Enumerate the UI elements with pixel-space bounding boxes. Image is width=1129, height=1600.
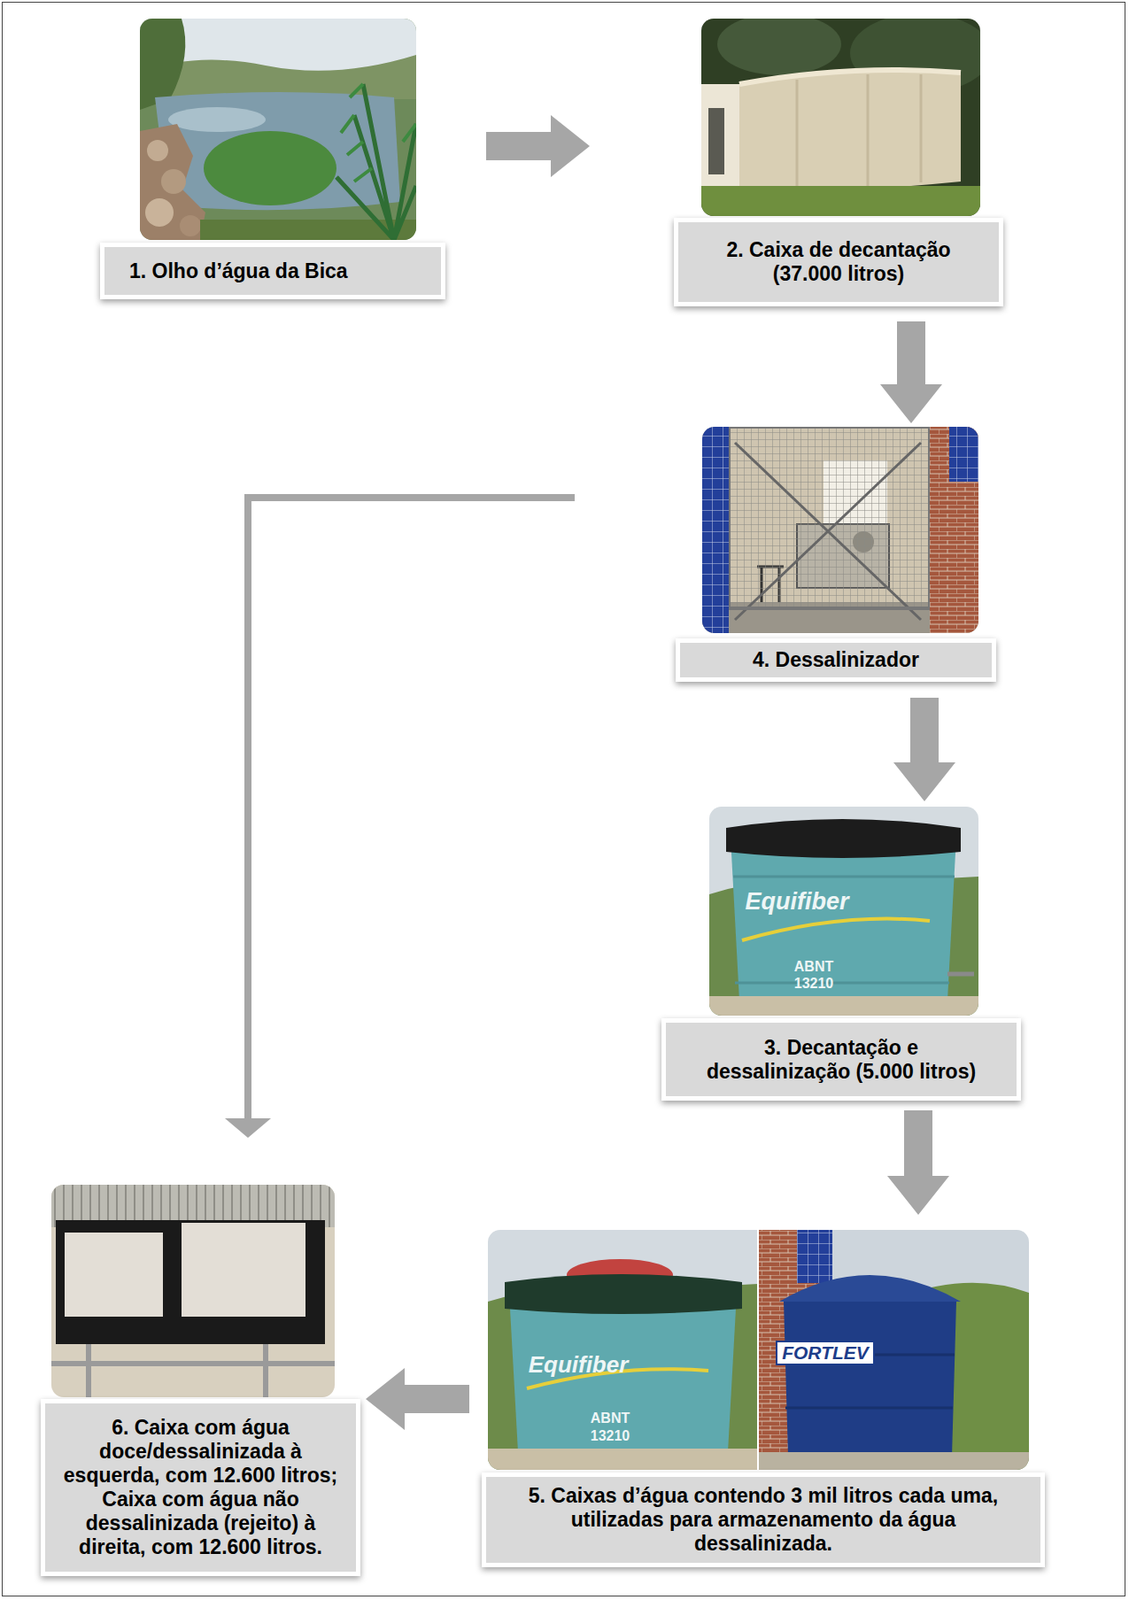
desalinator-photo-part (728, 426, 930, 609)
storage-tanks-photo-part (487, 1229, 758, 1470)
arrow-head (224, 1118, 271, 1138)
block-arrow (365, 1368, 470, 1431)
storage-tanks-photo-part (757, 1229, 1029, 1470)
pond-photo-part (336, 84, 417, 240)
settling-tank-photo-part (739, 69, 961, 85)
photo-label: Equifiber (511, 1351, 645, 1378)
photo-label: ABNT (787, 958, 841, 975)
pond-photo-part (340, 84, 417, 182)
photo-step-box: 1. Olho d’água da Bica (100, 18, 446, 300)
storage-boxes-photo-part (181, 1222, 306, 1317)
caption-text: 1. Olho d’água da Bica (129, 259, 348, 284)
photo-label: ABNT (583, 1410, 637, 1427)
storage-tanks-photo-part (757, 1452, 1029, 1470)
storage-tanks-photo (487, 1229, 1029, 1470)
desalinator-photo (702, 426, 979, 634)
storage-boxes-photo (51, 1184, 335, 1398)
photo-label: FORTLEV (775, 1340, 875, 1366)
photo-step-box: 5. Caixas d’água contendo 3 mil litros c… (481, 1229, 1045, 1568)
caption-text: 6. Caixa com água doce/dessalinizada à e… (59, 1415, 342, 1560)
pond-photo-part (161, 169, 186, 194)
caption-text: 3. Decantação e dessalinização (5.000 li… (696, 1036, 986, 1084)
connector-line (247, 497, 575, 1119)
caption-text: 2. Caixa de decantação (37.000 litros) (705, 238, 972, 287)
desalinator-photo-part (734, 442, 921, 620)
pond-photo-part (145, 198, 174, 227)
caption-text: 4. Dessalinizador (752, 648, 920, 673)
settling-tank-photo-part (708, 108, 725, 175)
storage-tanks-photo-part (783, 1301, 957, 1457)
caption-text: 5. Caixas d’água contendo 3 mil litros c… (517, 1484, 1010, 1556)
caption-box: 5. Caixas d’água contendo 3 mil litros c… (481, 1472, 1045, 1568)
settling-tank-photo-part (717, 18, 842, 76)
storage-boxes-photo-part (55, 1220, 325, 1345)
water-tank-photo-part (947, 972, 975, 977)
elbow-arrow (224, 497, 575, 1138)
storage-tanks-photo-part (757, 1229, 759, 1470)
photo-step-box: 3. Decantação e dessalinização (5.000 li… (661, 806, 1021, 1101)
caption-box: 3. Decantação e dessalinização (5.000 li… (661, 1018, 1021, 1101)
settling-tank-photo-part (701, 185, 981, 217)
pond-photo (139, 18, 417, 240)
photo-step-box: 6. Caixa com água doce/dessalinizada à e… (40, 1184, 361, 1577)
photo-label: 13210 (787, 975, 841, 992)
desalinator-photo-part (702, 426, 979, 634)
water-tank-photo-part (730, 836, 957, 1001)
photo-step-box: 2. Caixa de decantação (37.000 litros) (673, 18, 1004, 307)
desalinator-photo-part (702, 426, 729, 634)
pond-photo-part (139, 18, 417, 240)
storage-boxes-photo-part (64, 1232, 163, 1317)
storage-tanks-photo-part (779, 1275, 961, 1302)
pond-photo-part (139, 123, 206, 240)
desalinator-photo-part (929, 426, 979, 634)
block-arrow (887, 1110, 950, 1215)
settling-tank-photo-part (796, 74, 921, 188)
pond-photo-part (146, 139, 169, 162)
water-tank-photo-part (709, 996, 979, 1016)
photo-label: 13210 (583, 1428, 637, 1445)
caption-box: 4. Dessalinizador (675, 638, 997, 682)
pond-photo-part (203, 131, 337, 206)
water-tank-photo (709, 806, 979, 1016)
settling-tank-photo (701, 18, 981, 217)
block-arrow (880, 321, 943, 424)
storage-boxes-photo-part (51, 1344, 335, 1398)
pond-photo-part (168, 107, 266, 132)
caption-box: 1. Olho d’água da Bica (100, 242, 446, 300)
storage-boxes-photo-part (51, 1184, 335, 1398)
photo-step-box: 4. Dessalinizador (675, 426, 997, 682)
caption-box: 2. Caixa de decantação (37.000 litros) (673, 217, 1004, 307)
water-tank-photo-part (726, 819, 961, 859)
photo-label: Equifiber (726, 888, 868, 916)
block-arrow (893, 697, 956, 802)
storage-tanks-photo-part (796, 1229, 833, 1284)
desalinator-photo-part (728, 426, 930, 609)
block-arrow (486, 115, 590, 178)
storage-tanks-photo-part (504, 1274, 743, 1315)
storage-tanks-photo-part (509, 1292, 737, 1453)
water-tank-photo-part (709, 806, 979, 1016)
water-tank-photo-part (742, 919, 930, 941)
settling-tank-photo-part (739, 69, 961, 191)
desalinator-photo-part (949, 426, 979, 482)
pond-photo-part (179, 215, 202, 237)
storage-tanks-photo-part (487, 1448, 758, 1470)
caption-box: 6. Caixa com água doce/dessalinizada à e… (40, 1399, 361, 1577)
